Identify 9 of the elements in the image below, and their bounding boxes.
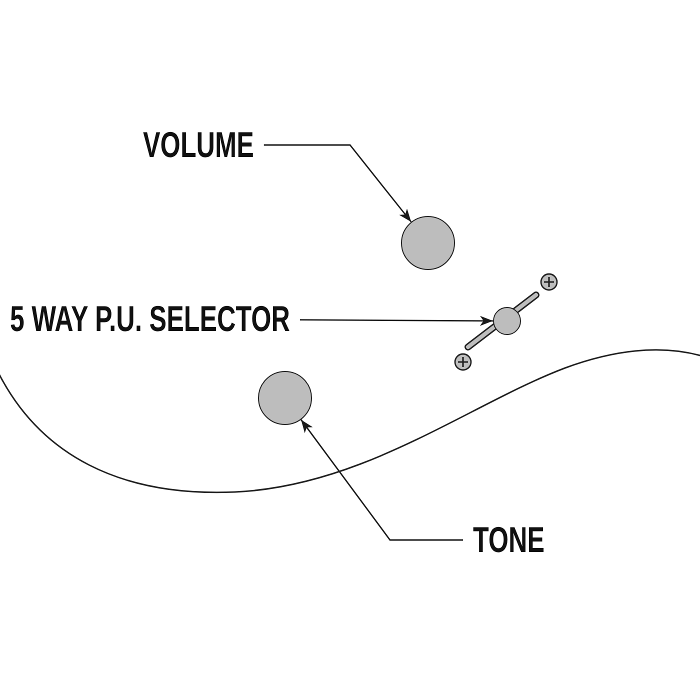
callout-label: VOLUME <box>143 127 254 163</box>
leader-arrow <box>300 316 493 326</box>
selector-knob <box>493 307 521 335</box>
control-knob <box>401 216 455 270</box>
callout-label: 5 WAY P.U. SELECTOR <box>10 301 290 337</box>
callout-label: TONE <box>473 522 545 558</box>
leader-arrow <box>264 144 412 222</box>
control-knob <box>258 371 312 425</box>
leader-arrow <box>300 419 463 541</box>
